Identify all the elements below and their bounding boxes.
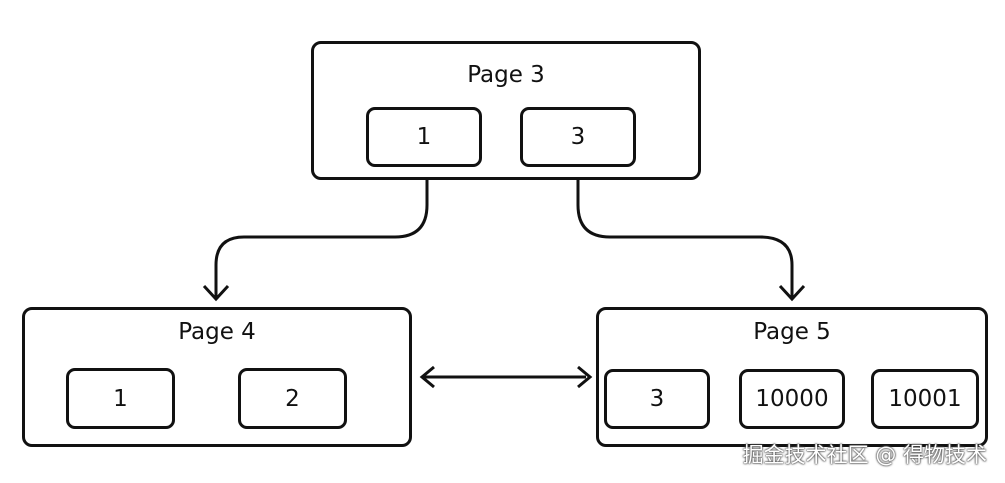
page-title-right: Page 5 — [753, 319, 831, 345]
root-key-cell-2: 3 — [520, 107, 636, 167]
left-key-cell-1: 1 — [66, 368, 175, 429]
page-title-left: Page 4 — [178, 319, 256, 345]
sibling-pages-double-arrow — [419, 365, 593, 389]
root-key-cell-1: 1 — [366, 107, 482, 167]
right-key-cell-3: 10001 — [871, 369, 979, 429]
root-to-left-child-arrow — [202, 176, 429, 302]
right-key-cell-2: 10000 — [739, 369, 845, 429]
right-key-cell-1: 3 — [604, 369, 710, 429]
root-to-right-child-arrow — [576, 176, 806, 302]
page-title-root: Page 3 — [467, 62, 545, 88]
watermark-text: 掘金技术社区 @ 得物技术 — [742, 443, 987, 467]
left-key-cell-2: 2 — [238, 368, 347, 429]
